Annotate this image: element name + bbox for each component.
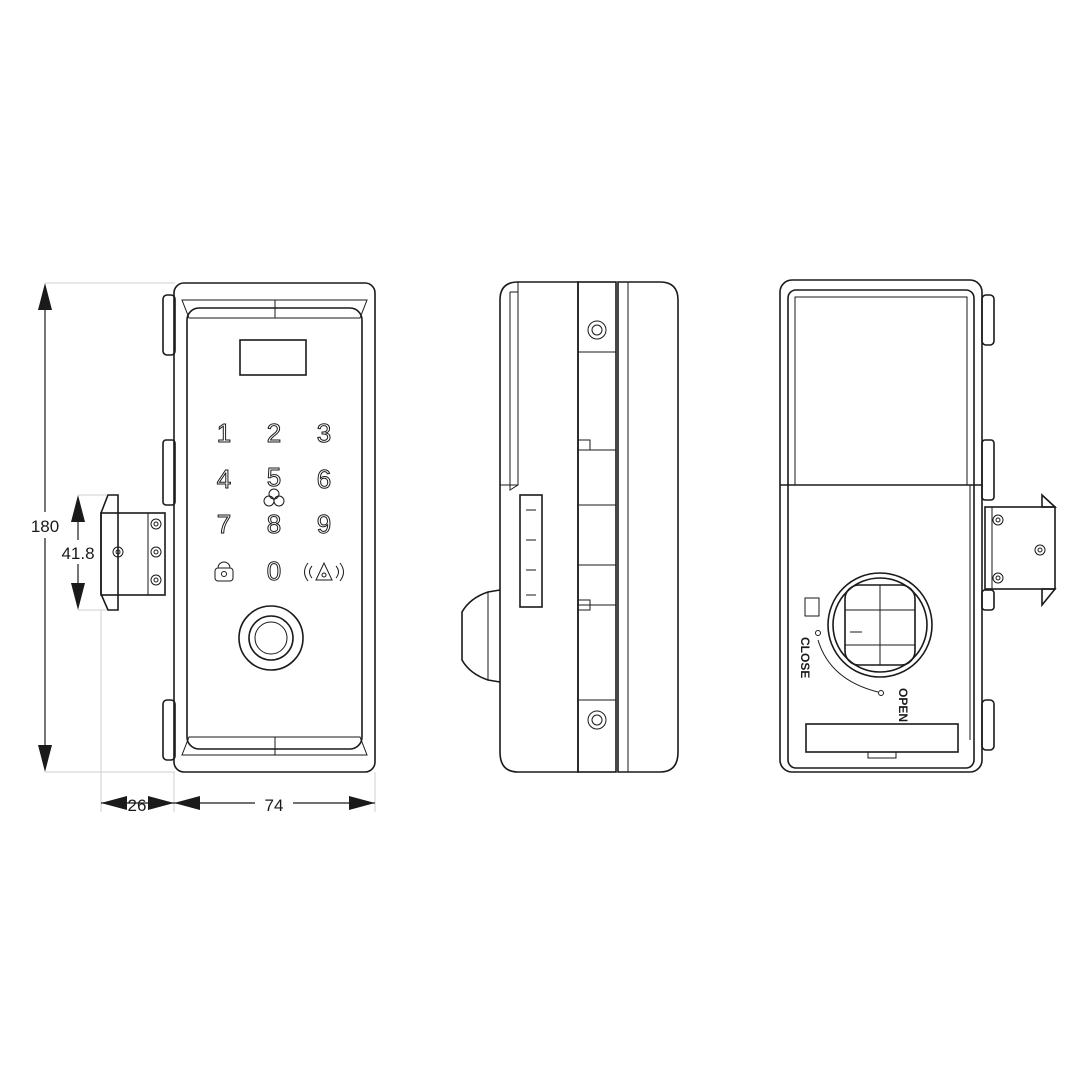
dimension-width: 74 [174, 792, 375, 816]
keypad-key-4[interactable]: 4 [216, 464, 231, 495]
keypad-key-3[interactable]: 3 [316, 418, 331, 449]
thumbturn-knob[interactable] [827, 572, 933, 678]
close-label: CLOSE [798, 637, 812, 678]
keypad-key-0[interactable]: 0 [266, 556, 281, 587]
keypad-key-9[interactable]: 9 [316, 509, 331, 540]
dimension-height-label: 180 [31, 517, 59, 536]
back-view: CLOSE OPEN [779, 279, 1058, 773]
dimension-latch-depth-label: 26 [128, 796, 147, 815]
dimension-lines: 180 41.8 26 74 [28, 282, 376, 816]
open-label: OPEN [896, 688, 910, 722]
doorbell-icon[interactable] [304, 561, 344, 582]
dimension-latch-height: 41.8 [56, 495, 100, 610]
dimension-latch-height-label: 41.8 [61, 544, 94, 563]
lock-icon[interactable] [214, 561, 234, 582]
status-indicator [804, 597, 820, 617]
side-view [461, 281, 679, 773]
display-window [239, 339, 307, 376]
keypad-key-1[interactable]: 1 [216, 418, 231, 449]
dimension-latch-depth: 26 [101, 796, 174, 815]
fingerprint-sensor-icon[interactable] [238, 605, 304, 671]
keypad-key-2[interactable]: 2 [266, 418, 281, 449]
dimension-height: 180 [28, 283, 64, 772]
dimension-width-label: 74 [265, 796, 284, 815]
battery-cover[interactable] [805, 723, 959, 759]
keypad: 1 2 3 4 5 6 7 8 9 0 [214, 418, 344, 587]
keypad-key-5[interactable]: 5 [266, 462, 281, 493]
keypad-key-6[interactable]: 6 [316, 464, 331, 495]
wifi-badge-icon [263, 488, 285, 507]
back-latch-plate [984, 493, 1058, 608]
front-view: 1 2 3 4 5 6 7 8 9 0 [100, 282, 376, 773]
latch-plate [100, 494, 166, 611]
keypad-key-8[interactable]: 8 [266, 509, 281, 540]
keypad-key-7[interactable]: 7 [216, 509, 231, 540]
